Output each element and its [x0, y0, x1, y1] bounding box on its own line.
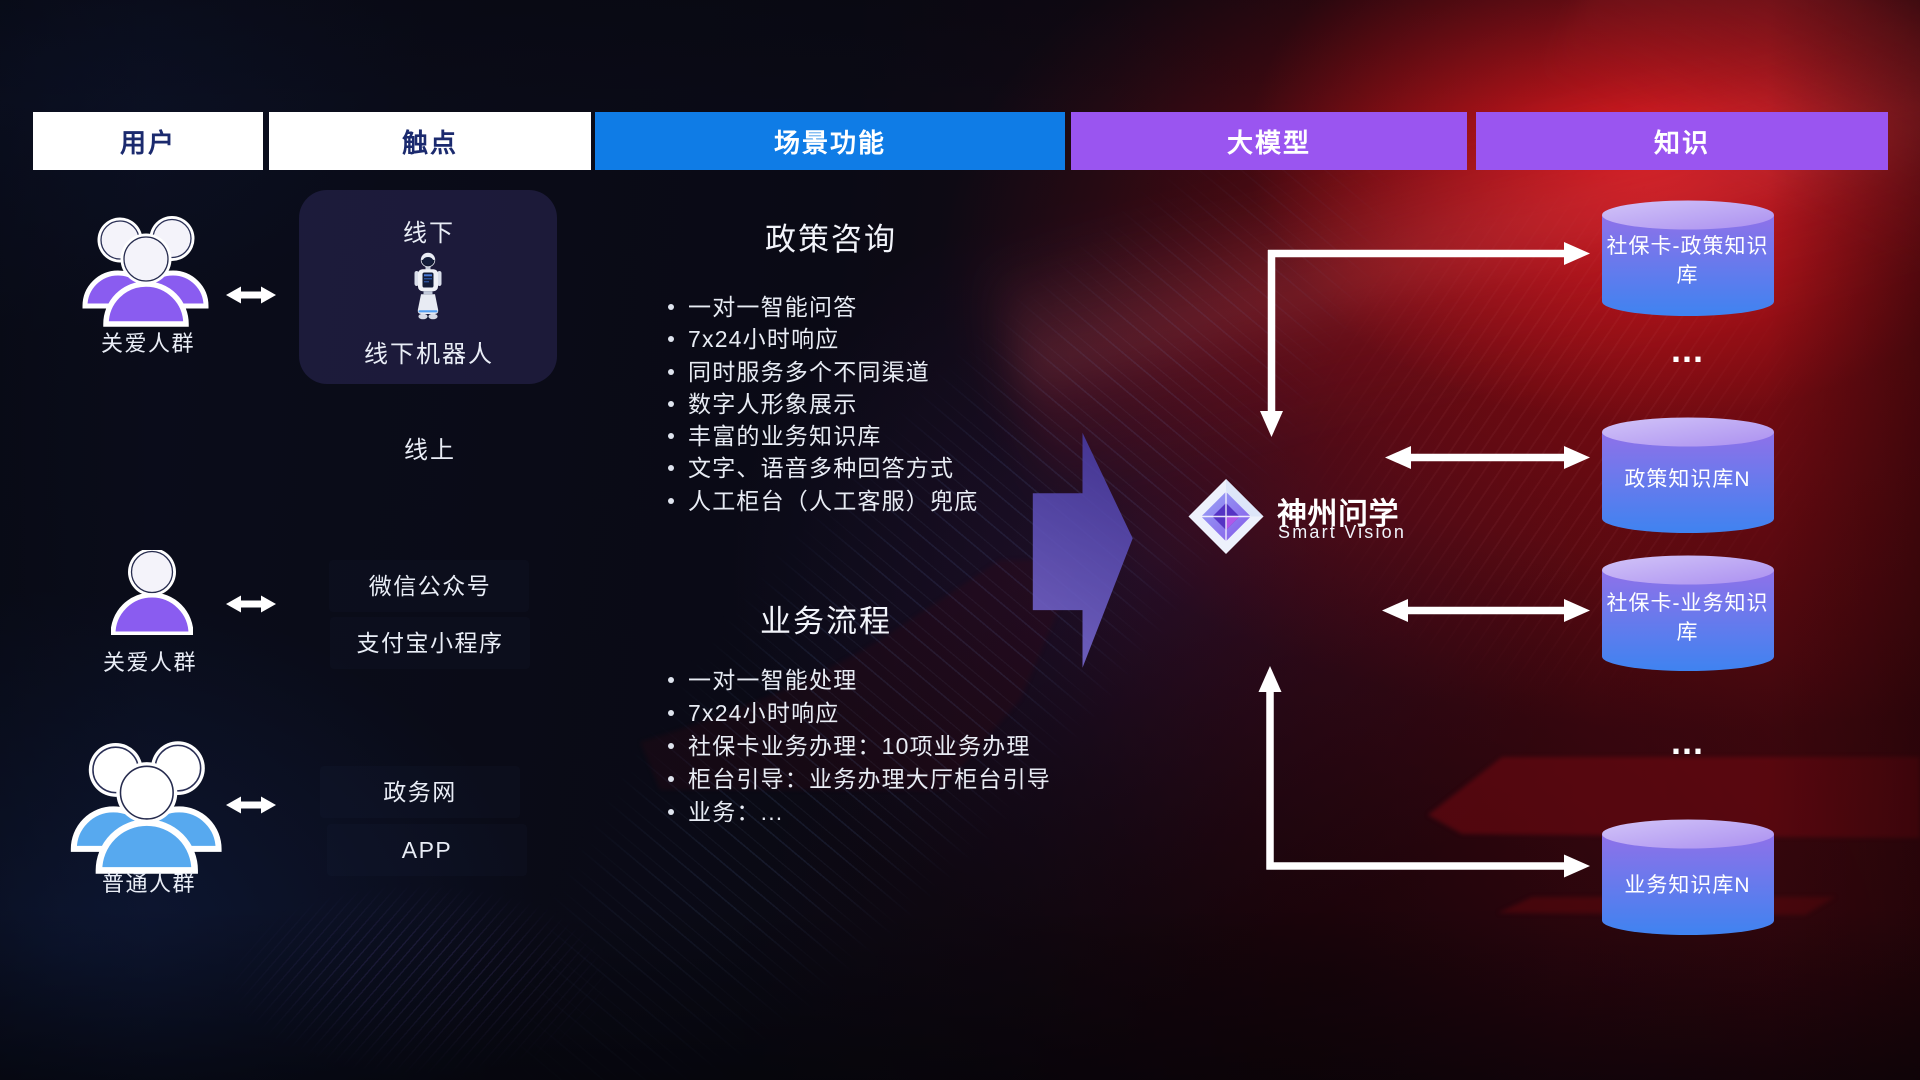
list-item-text: 7x24小时响应 [688, 700, 840, 726]
bullet-dot-icon [668, 304, 674, 310]
header-col-touchpoints-label: 触点 [401, 127, 458, 158]
channel-alipay: 支付宝小程序 [356, 630, 504, 656]
diamond-logo-icon [1188, 479, 1264, 554]
header-col-scenarios-label: 场景功能 [773, 127, 886, 158]
cylinder-icon [1601, 555, 1774, 671]
bullet-dot-icon [668, 336, 674, 343]
list-item: 人工柜台（人工客服）兜底 [668, 485, 978, 517]
double-arrow-icon [226, 796, 276, 814]
user-single-label: 关爱人群 [102, 650, 197, 675]
double-arrow-icon [226, 595, 276, 613]
offline-device-label: 线下机器人 [364, 341, 494, 368]
arrowhead-right-icon [1564, 599, 1590, 622]
bullet-dot-icon [668, 368, 674, 375]
bullet-dot-icon [668, 465, 674, 472]
online-label: 线上 [404, 437, 456, 464]
cylinder-label: 业务知识库N [1624, 874, 1751, 897]
arrowhead-right-icon [1564, 854, 1590, 878]
list-item: 文字、语音多种回答方式 [668, 452, 978, 484]
connector-double-top [1385, 446, 1590, 469]
channel-govweb: 政务网 [383, 779, 457, 805]
connector-bottom-L [1258, 666, 1590, 878]
user-group-label: 关爱人群 [100, 331, 195, 356]
users-group-icon [70, 741, 222, 874]
header-col-scenarios: 场景功能 [595, 112, 1065, 170]
cylinder-icon [1601, 200, 1774, 316]
arrowhead-down-icon [1260, 411, 1283, 437]
list-item: 数字人形象展示 [668, 388, 978, 420]
channel-app: APP [401, 837, 453, 863]
list-item: 一对一智能问答 [668, 291, 978, 323]
users-group-icon [82, 216, 209, 327]
cylinder-label: 社保卡-政策知识库 [1606, 235, 1769, 287]
list-item-text: 一对一智能处理 [688, 667, 858, 693]
header-col-knowledge: 知识 [1476, 112, 1888, 170]
connector-top-L [1260, 242, 1590, 437]
user-public-label: 普通人群 [101, 871, 196, 896]
bullet-dot-icon [668, 809, 674, 815]
arrowhead-right-icon [1564, 242, 1590, 265]
scenario-title-business: 业务流程 [760, 604, 892, 639]
cylinder-icon [1601, 819, 1774, 935]
cylinder-icon [1601, 417, 1774, 533]
scenario-policy-list: 一对一智能问答 7x24小时响应 同时服务多个不同渠道 数字人形象展示 丰富的业… [668, 291, 978, 517]
cylinder-label: 社保卡-业务知识库 [1606, 592, 1769, 644]
bullet-dot-icon [668, 743, 674, 749]
bullet-dot-icon [668, 400, 674, 407]
list-item: 7x24小时响应 [668, 323, 978, 355]
arrowhead-left-icon [1385, 446, 1411, 469]
header-col-llm-label: 大模型 [1226, 127, 1311, 158]
list-item-text: 数字人形象展示 [688, 390, 858, 417]
list-item-text: 业务：... [688, 799, 784, 825]
list-item: 一对一智能处理 [668, 664, 1051, 697]
ellipsis-dots: ... [1670, 329, 1704, 370]
bullet-dot-icon [668, 776, 674, 782]
list-item: 社保卡业务办理：10项业务办理 [668, 730, 1051, 763]
list-item: 业务：... [668, 796, 1051, 829]
list-item-text: 柜台引导：业务办理大厅柜台引导 [688, 766, 1051, 792]
robot-icon [414, 252, 442, 320]
header-col-knowledge-label: 知识 [1653, 127, 1710, 158]
list-item-text: 文字、语音多种回答方式 [688, 455, 955, 482]
list-item: 柜台引导：业务办理大厅柜台引导 [668, 763, 1051, 796]
channel-wechat: 微信公众号 [368, 573, 492, 599]
user-single-icon [111, 550, 193, 635]
arrowhead-left-icon [1382, 599, 1408, 622]
scenario-business-list: 一对一智能处理 7x24小时响应 社保卡业务办理：10项业务办理 柜台引导：业务… [668, 664, 1051, 829]
header-col-touchpoints: 触点 [269, 112, 591, 170]
list-item-text: 一对一智能问答 [688, 294, 858, 320]
scenario-title-policy: 政策咨询 [765, 222, 897, 257]
logo-title: 神州问学 [1277, 498, 1399, 531]
header-col-users: 用户 [33, 112, 263, 170]
list-item: 同时服务多个不同渠道 [668, 356, 978, 388]
list-item: 丰富的业务知识库 [668, 420, 978, 452]
ellipsis-dots: ... [1670, 721, 1704, 762]
list-item-text: 社保卡业务办理：10项业务办理 [688, 733, 1031, 759]
list-item-text: 7x24小时响应 [688, 326, 840, 353]
arrowhead-up-icon [1258, 666, 1282, 692]
list-item-text: 同时服务多个不同渠道 [688, 358, 930, 385]
bullet-dot-icon [668, 677, 674, 683]
logo-subtitle: Smart Vision [1278, 522, 1407, 542]
offline-title: 线下 [403, 220, 455, 247]
cylinder-label: 政策知识库N [1624, 468, 1751, 491]
connector-double-bottom [1382, 599, 1590, 622]
big-flow-arrow-icon [1032, 432, 1133, 668]
bullet-dot-icon [668, 710, 674, 716]
list-item-text: 人工柜台（人工客服）兜底 [688, 487, 979, 514]
double-arrow-icon [226, 286, 276, 304]
header-col-users-label: 用户 [119, 127, 176, 158]
list-item: 7x24小时响应 [668, 697, 1051, 730]
bullet-dot-icon [668, 433, 674, 440]
bullet-dot-icon [668, 497, 674, 504]
arrowhead-right-icon [1564, 446, 1590, 469]
list-item-text: 丰富的业务知识库 [688, 423, 882, 450]
header-col-llm: 大模型 [1071, 112, 1467, 170]
